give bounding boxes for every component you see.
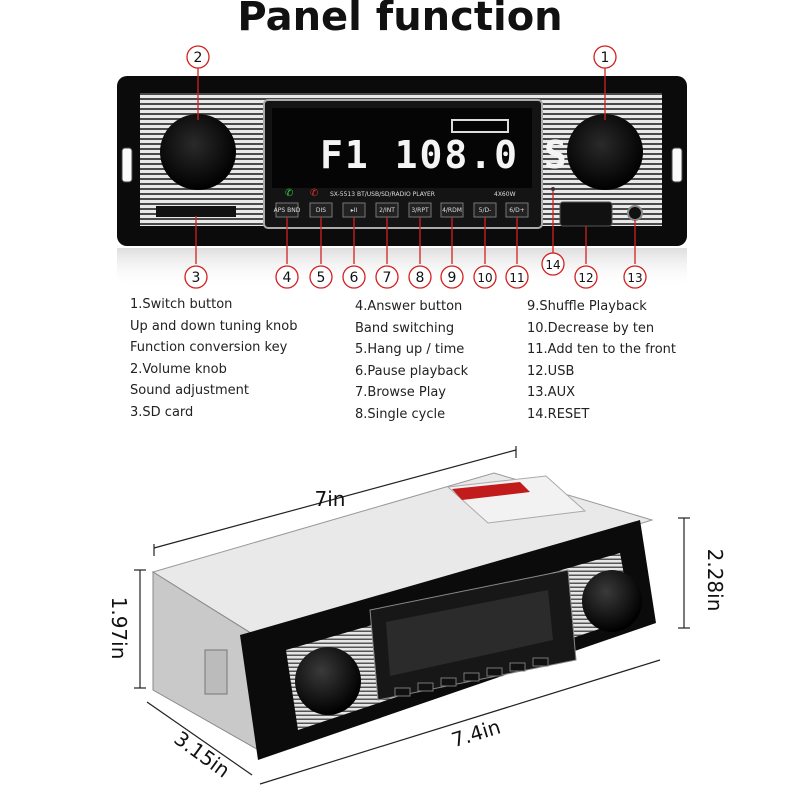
left-tab [121, 147, 133, 183]
legend-item: 5.Hang up / time [355, 342, 465, 357]
legend-item: 9.Shuffle Playback [527, 299, 647, 314]
callout-lines [195, 68, 636, 264]
answer-phone-icon: ✆ [285, 188, 293, 199]
callout-circle-6 [342, 265, 366, 289]
sd-card-slot [156, 206, 236, 217]
svg-text:4/RDM: 4/RDM [442, 207, 462, 214]
svg-text:DIS: DIS [316, 207, 326, 214]
dimension-depth: 3.15in [170, 726, 235, 782]
callout-circle-1 [593, 45, 617, 69]
front-lcd [386, 590, 553, 676]
dimension-height-left: 1.97in [107, 597, 131, 660]
panel-button-6: 4/RDM [440, 202, 464, 218]
legend-column-1: 1.Switch button Up and down tuning knob … [130, 294, 297, 423]
model-line: SX-5513 BT/USB/SD/RADIO PLAYER [330, 191, 435, 198]
panel-button-5: 3/RPT [408, 202, 432, 218]
legend-column-2: 4.Answer button Band switching 5.Hang up… [355, 296, 468, 425]
callout-circle-12 [574, 265, 598, 289]
dimension-height-right: 2.28in [703, 549, 727, 612]
panel-button-4: 2/INT [375, 202, 399, 218]
dimension-width-top: 7in [315, 487, 346, 511]
usb-port [559, 201, 613, 227]
svg-text:5/D-: 5/D- [479, 207, 492, 214]
svg-text:6/D+: 6/D+ [509, 207, 525, 214]
callout-circle-14 [541, 252, 565, 276]
legend-item: 3.SD card [130, 404, 194, 420]
svg-text:APS BND: APS BND [274, 207, 301, 214]
right-tab [671, 147, 683, 183]
legend-item: 4.Answer button Band switching [355, 299, 463, 336]
hangup-phone-icon: ✆ [310, 188, 318, 199]
front-panel-diagram: F1 108.0 S SX-5513 BT/USB/SD/RADIO PLAYE… [117, 45, 687, 289]
legend-item: 11.Add ten to the front [527, 342, 677, 357]
front-buttons [394, 657, 549, 697]
callout-number-8: 8 [416, 270, 425, 286]
svg-text:2/INT: 2/INT [379, 207, 395, 214]
legend-item: 10.Decrease by ten [527, 320, 655, 336]
callout-number-1: 1 [601, 50, 610, 66]
front-right-knob [582, 570, 642, 632]
callout-number-10: 10 [477, 271, 492, 285]
reset-hole [551, 187, 555, 191]
lcd-screen [272, 108, 532, 188]
callout-number-4: 4 [283, 270, 292, 286]
legend-item: 13.AUX [527, 385, 575, 400]
callout-circle-11 [505, 265, 529, 289]
callout-number-9: 9 [448, 270, 457, 286]
dimension-diagram: 7in 1.97in 2.28in 3.15in 7.4in [107, 446, 727, 785]
legend-item: 1.Switch button Up and down tuning knob … [130, 297, 298, 355]
legend-item: 12.USB [527, 363, 575, 379]
callout-circle-7 [375, 265, 399, 289]
callout-number-12: 12 [578, 271, 593, 285]
panel-button-8: 6/D+ [505, 202, 529, 218]
svg-text:▸II: ▸II [351, 207, 358, 214]
panel-button-1: APS BND [274, 202, 301, 218]
legend-item: 14.RESET [527, 406, 590, 422]
svg-text:3/RPT: 3/RPT [411, 207, 429, 214]
callout-circle-8 [408, 265, 432, 289]
callout-number-3: 3 [192, 270, 201, 286]
side-bracket [204, 649, 228, 695]
dimension-front-width: 7.4in [449, 715, 504, 753]
page-title: Panel function [237, 0, 563, 40]
callout-number-2: 2 [194, 50, 203, 66]
callout-circle-13 [623, 265, 647, 289]
legend-item: 2.Volume knob Sound adjustment [130, 361, 250, 399]
panel-button-3: ▸II [342, 202, 366, 218]
volume-knob [160, 114, 236, 190]
switch-knob [567, 114, 643, 190]
legend-item: 6.Pause playback [355, 363, 469, 379]
aux-jack [627, 205, 643, 221]
callout-number-11: 11 [509, 271, 524, 285]
panel-button-2: DIS [309, 202, 333, 218]
lcd-battery-icon [451, 119, 509, 133]
callout-circle-4 [275, 265, 299, 289]
power-rating: 4X60W [494, 191, 516, 198]
callout-circle-10 [473, 265, 497, 289]
callout-number-6: 6 [350, 270, 359, 286]
callout-circle-5 [309, 265, 333, 289]
callout-number-7: 7 [383, 270, 392, 286]
legend-item: 7.Browse Play [355, 385, 446, 400]
legend-item: 8.Single cycle [355, 406, 446, 422]
callout-circle-3 [184, 265, 208, 289]
callout-circle-9 [440, 265, 464, 289]
panel-button-7: 5/D- [473, 202, 497, 218]
front-left-knob [295, 647, 361, 715]
dimension-lines [134, 446, 690, 785]
callout-number-14: 14 [545, 258, 560, 272]
legend-column-3: 9.Shuffle Playback 10.Decrease by ten 11… [527, 296, 676, 425]
top-label-red [452, 482, 530, 500]
lcd-readout: F1 108.0 S [320, 133, 569, 177]
callout-number-13: 13 [627, 271, 642, 285]
callout-number-5: 5 [317, 270, 326, 286]
callout-circle-2 [186, 45, 210, 69]
